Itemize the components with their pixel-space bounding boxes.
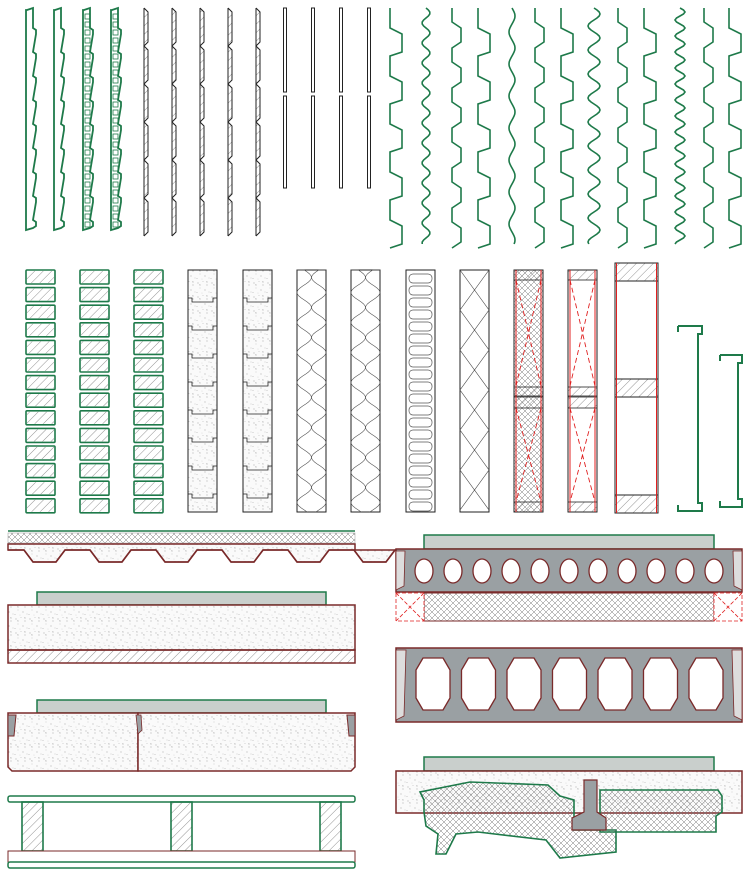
insulation-section [350,269,381,513]
composite-deck-slab [7,530,404,563]
joist-floor-section [7,795,356,869]
insulation-section [296,269,327,513]
flat-panel-profile [283,7,287,189]
lap-siding-profile [255,7,261,237]
lap-siding-profile [171,7,177,237]
corrugated-profile [560,8,574,249]
stud-wall-section [513,269,544,513]
concrete-block-section [187,269,218,513]
corrugated-profile [508,7,516,245]
corrugated-profile [534,8,545,249]
corrugated-profile [728,8,742,249]
siding-profile [110,6,122,232]
flat-panel-profile [367,7,371,189]
corrugated-profile [703,8,714,249]
corrugated-profile [389,8,403,249]
corrugated-profile [643,8,657,249]
hollow-core-slab-oval [395,647,743,723]
flat-panel-profile [339,7,343,189]
siding-profile [53,6,65,232]
siding-profile [25,6,37,232]
hollow-core-slab-round [395,534,743,622]
stud-wall-section [567,269,598,513]
lap-siding-profile [199,7,205,237]
block-wall-section [79,269,110,514]
lap-siding-profile [227,7,233,237]
flat-panel-profile [311,7,315,189]
double-tee-slab-section [395,756,743,859]
framed-wall-section [614,262,659,514]
topped-concrete-slab [7,591,356,664]
lap-siding-profile [143,7,149,237]
corrugated-profile [674,7,686,245]
concrete-block-section [242,269,273,513]
row-2-wall-sections [25,262,743,514]
row-3-slab-sections [7,530,743,869]
batt-section [405,269,436,513]
block-wall-section [133,269,164,514]
truss-section [459,269,490,513]
corrugated-profile [451,8,462,249]
c-channel-profile [719,354,743,508]
corrugated-profile [421,7,431,244]
siding-profile [82,6,94,232]
c-channel-profile [677,325,703,512]
corrugated-profile [587,7,601,245]
corrugated-profile [477,8,491,249]
corrugated-profile [617,8,628,249]
row-1-profiles [25,6,742,249]
jointed-precast-slab [7,699,356,772]
block-wall-section [25,269,56,514]
